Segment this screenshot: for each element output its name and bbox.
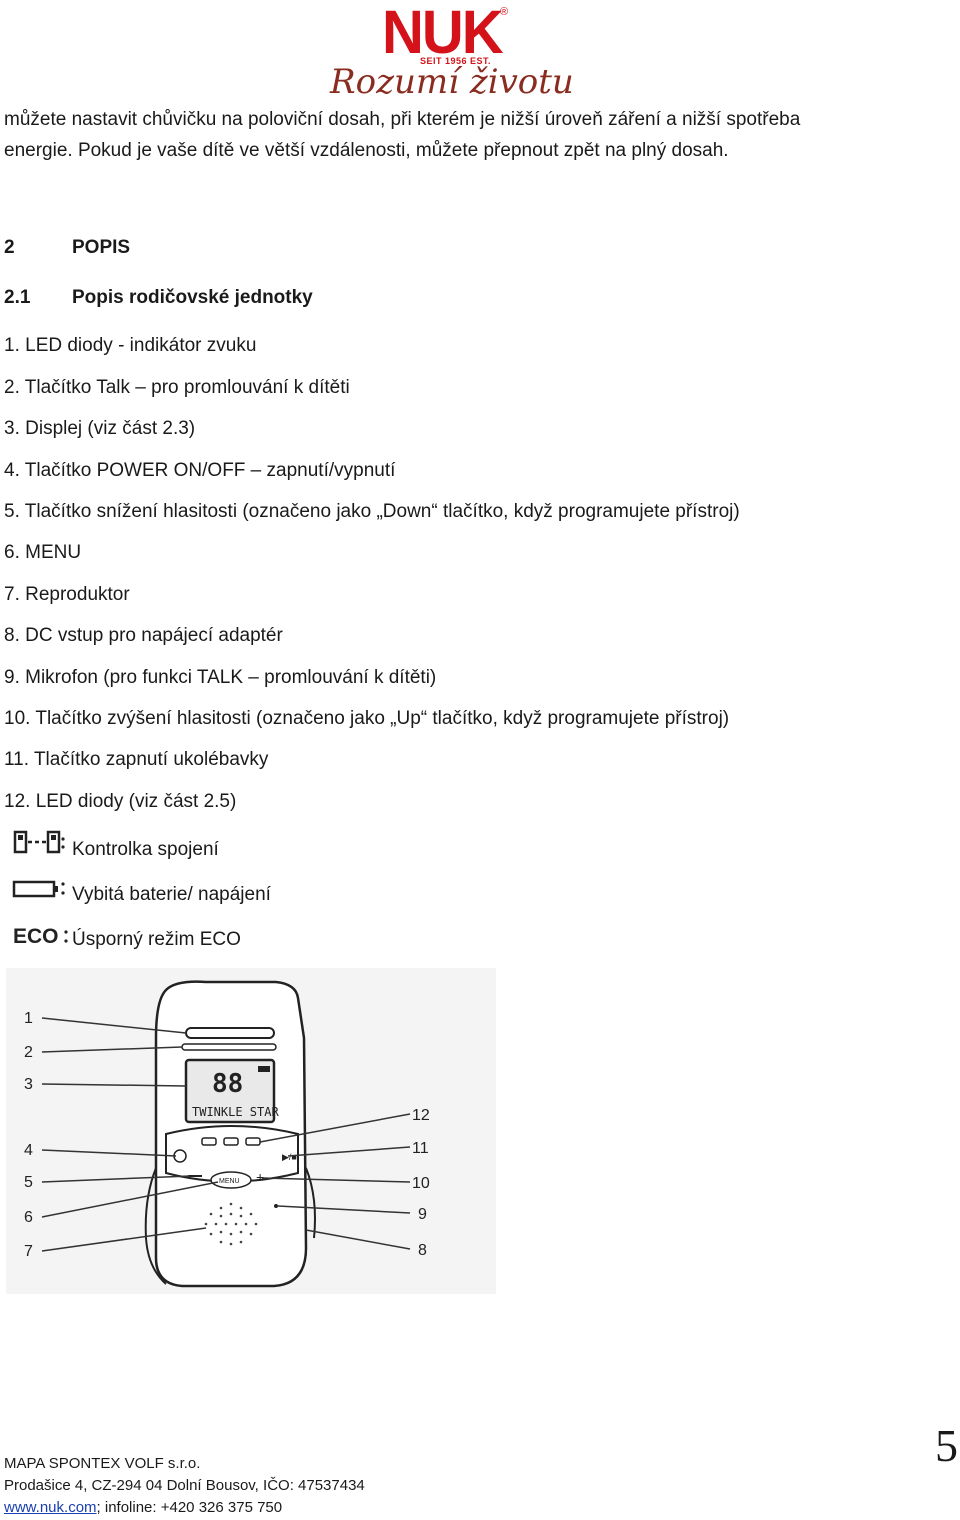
callout-6: 6 (24, 1209, 33, 1226)
callout-7: 7 (24, 1243, 33, 1260)
callout-2: 2 (24, 1044, 33, 1061)
section-heading: 2 POPIS (4, 237, 130, 259)
list-item: 7. Reproduktor (4, 584, 130, 605)
callout-12: 12 (412, 1107, 430, 1124)
section-title: POPIS (72, 237, 131, 258)
panel-led-2 (223, 1137, 239, 1146)
footer-infoline: ; infoline: +420 326 375 750 (96, 1499, 283, 1516)
display-digits: 88 (212, 1069, 243, 1099)
footer-address: Prodašice 4, CZ-294 04 Dolní Bousov, IČO… (4, 1477, 365, 1494)
intro-line-2: energie. Pokud je vaše dítě ve větší vzd… (4, 140, 729, 161)
footer-company: MAPA SPONTEX VOLF s.r.o. (4, 1455, 201, 1472)
subsection-number: 2.1 (4, 287, 31, 308)
list-item: 1. LED diody - indikátor zvuku (4, 335, 257, 356)
talk-button (181, 1043, 277, 1051)
page-number: 5 (935, 1420, 958, 1471)
subsection-title: Popis rodičovské jednotky (72, 287, 313, 308)
eco-icon-text: ECO (13, 925, 59, 948)
parent-unit-diagram: 88 TWINKLE STAR ▶/■ + MENU (6, 968, 496, 1294)
intro-line-1: můžete nastavit chůvičku na poloviční do… (4, 109, 801, 130)
link-status-icon (13, 830, 65, 854)
logo-since: SEIT 1956 EST. (420, 56, 492, 66)
callout-4: 4 (24, 1142, 33, 1159)
nuk-logo: NUK ® SEIT 1956 EST. Rozumí životu (330, 0, 574, 108)
website-link[interactable]: www.nuk.com (4, 1499, 97, 1516)
callout-3: 3 (24, 1076, 33, 1093)
logo-registered-mark: ® (500, 6, 509, 18)
device-side-right (305, 1167, 316, 1239)
lullaby-button-icon: ▶/■ (282, 1152, 297, 1162)
list-item: 3. Displej (viz část 2.3) (4, 418, 196, 439)
control-panel (165, 1125, 299, 1183)
display-battery-glyph (258, 1066, 270, 1072)
speaker-grille (204, 1202, 258, 1246)
subsection-heading: 2.1 Popis rodičovské jednotky (4, 287, 313, 309)
list-item: 12. LED diody (viz část 2.5) (4, 791, 237, 812)
list-item: 2. Tlačítko Talk – pro promlouvání k dít… (4, 377, 350, 398)
menu-button-label: MENU (219, 1178, 240, 1185)
led-bar (185, 1027, 275, 1039)
list-item: 9. Mikrofon (pro funkci TALK – promlouvá… (4, 667, 437, 688)
volume-up-icon: + (256, 1169, 264, 1185)
eco-icon: ECO (13, 925, 68, 948)
right-callout-lines (259, 1113, 411, 1250)
parent-unit-drawing: 88 TWINKLE STAR ▶/■ + MENU (24, 980, 430, 1288)
callout-11: 11 (412, 1140, 429, 1157)
device-side-left (144, 1167, 167, 1285)
section-number: 2 (4, 237, 15, 258)
logo-brand: NUK (382, 0, 504, 67)
list-item: 6. MENU (4, 542, 82, 563)
list-item: 5. Tlačítko snížení hlasitosti (označeno… (4, 501, 740, 522)
battery-icon (12, 880, 65, 898)
legend-label-eco: Úsporný režim ECO (72, 929, 241, 950)
microphone-hole (274, 1204, 278, 1208)
legend-label-link: Kontrolka spojení (72, 839, 219, 860)
lcd-display (184, 1058, 276, 1124)
callout-9: 9 (418, 1206, 427, 1223)
legend-label-battery: Vybitá baterie/ napájení (72, 884, 271, 905)
display-text: TWINKLE STAR (192, 1105, 279, 1119)
left-callout-lines (41, 1017, 219, 1252)
callout-5: 5 (24, 1174, 33, 1191)
callout-1: 1 (24, 1010, 33, 1027)
list-item: 8. DC vstup pro napájecí adaptér (4, 625, 283, 646)
callout-10: 10 (412, 1175, 430, 1192)
logo-tagline: Rozumí životu (330, 62, 574, 102)
panel-led-1 (201, 1137, 217, 1146)
callout-8: 8 (418, 1242, 427, 1259)
list-item: 11. Tlačítko zapnutí ukolébavky (4, 749, 269, 770)
list-item: 10. Tlačítko zvýšení hlasitosti (označen… (4, 708, 730, 729)
footer-contact: www.nuk.com; infoline: +420 326 375 750 (4, 1499, 282, 1517)
list-item: 4. Tlačítko POWER ON/OFF – zapnutí/vypnu… (4, 460, 396, 481)
menu-button (210, 1171, 252, 1189)
